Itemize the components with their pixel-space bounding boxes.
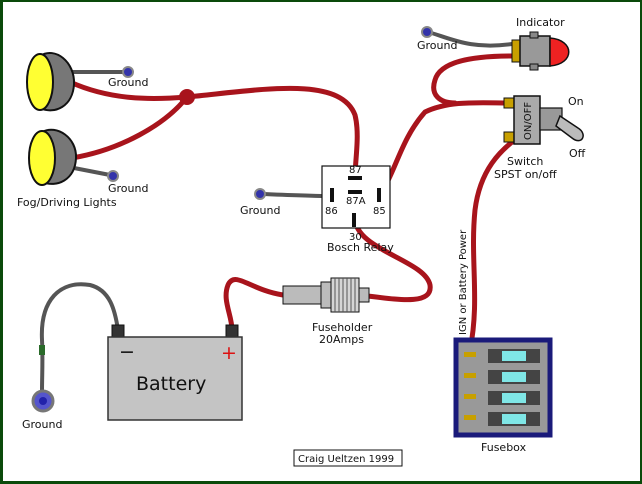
battery-negative-icon: − bbox=[119, 341, 135, 363]
credit-box bbox=[293, 449, 403, 467]
power-wires bbox=[67, 53, 523, 353]
battery-positive-icon: + bbox=[221, 342, 237, 364]
ground-terminals bbox=[107, 26, 433, 200]
label-fog-lights: Fog/Driving Lights bbox=[17, 196, 117, 209]
indicator-lamp bbox=[511, 31, 570, 71]
wire-lamp2-to-splice bbox=[69, 94, 190, 161]
fuse-row bbox=[464, 391, 540, 405]
ground-terminal-icon bbox=[421, 26, 433, 38]
fog-light-bottom bbox=[28, 128, 78, 186]
label-switch-on: On bbox=[568, 95, 584, 108]
wire-lamp2-ground bbox=[72, 166, 112, 177]
fusebox bbox=[453, 337, 553, 438]
splice-node bbox=[179, 89, 195, 105]
battery bbox=[107, 324, 243, 421]
ground-terminal-icon bbox=[254, 188, 266, 200]
label-ground-indicator: Ground bbox=[417, 39, 457, 52]
relay-pin-30: 30 bbox=[349, 232, 362, 243]
fog-light-top bbox=[26, 51, 76, 112]
label-ground-lights-bottom: Ground bbox=[108, 182, 148, 195]
label-switch: Switch bbox=[507, 155, 543, 168]
wire-fuseholder-to-battery bbox=[223, 277, 286, 333]
wire-relay86-ground bbox=[261, 192, 332, 198]
switch-onoff-label: ON/OFF bbox=[523, 102, 534, 140]
wire-relay30-to-fuseholder bbox=[352, 215, 433, 303]
switch-toggle-lever-icon bbox=[555, 114, 584, 142]
label-bosch-relay: Bosch Relay bbox=[327, 241, 394, 254]
label-ground-battery: Ground bbox=[22, 418, 62, 431]
label-battery: Battery bbox=[136, 373, 206, 395]
label-fuseholder-rating: 20Amps bbox=[319, 333, 364, 346]
battery-ground-terminal bbox=[31, 345, 55, 413]
wire-indicator-ground bbox=[426, 30, 514, 48]
label-fuseholder: Fuseholder bbox=[312, 321, 373, 334]
wire-indicator-to-switch bbox=[431, 53, 515, 106]
ground-terminal-icon bbox=[122, 66, 134, 78]
label-indicator: Indicator bbox=[516, 16, 565, 29]
wire-relay85-to-switch bbox=[377, 100, 515, 196]
wire-splice-to-relay87 bbox=[184, 85, 360, 181]
wire-battery-ground bbox=[39, 282, 120, 394]
label-ground-lights-top: Ground bbox=[108, 76, 148, 89]
indicator-red-lens-icon bbox=[549, 37, 570, 67]
fog-light-lens-icon bbox=[26, 53, 54, 111]
credit-text: Craig Ueltzen 1999 bbox=[298, 454, 394, 465]
fuse-row bbox=[464, 349, 540, 363]
fog-light-lens-icon bbox=[28, 130, 56, 186]
label-fusebox: Fusebox bbox=[481, 441, 527, 454]
bosch-relay bbox=[321, 165, 391, 229]
label-switch-type: SPST on/off bbox=[494, 168, 557, 181]
wire-lamp1-to-splice bbox=[67, 79, 190, 101]
relay-pin-86: 86 bbox=[325, 206, 338, 217]
relay-pin-87: 87 bbox=[349, 165, 362, 176]
label-switch-off: Off bbox=[569, 147, 586, 160]
label-ign-power: IGN or Battery Power bbox=[458, 229, 469, 335]
fuseholder bbox=[282, 277, 370, 313]
ground-terminal-icon bbox=[107, 170, 119, 182]
fuse-row bbox=[464, 412, 540, 426]
relay-pin-85: 85 bbox=[373, 206, 386, 217]
fuse-row bbox=[464, 370, 540, 384]
wire-switch-to-fusebox bbox=[467, 133, 523, 353]
spst-switch bbox=[503, 95, 584, 145]
relay-pin-87a: 87A bbox=[346, 196, 366, 207]
label-ground-relay: Ground bbox=[240, 204, 280, 217]
